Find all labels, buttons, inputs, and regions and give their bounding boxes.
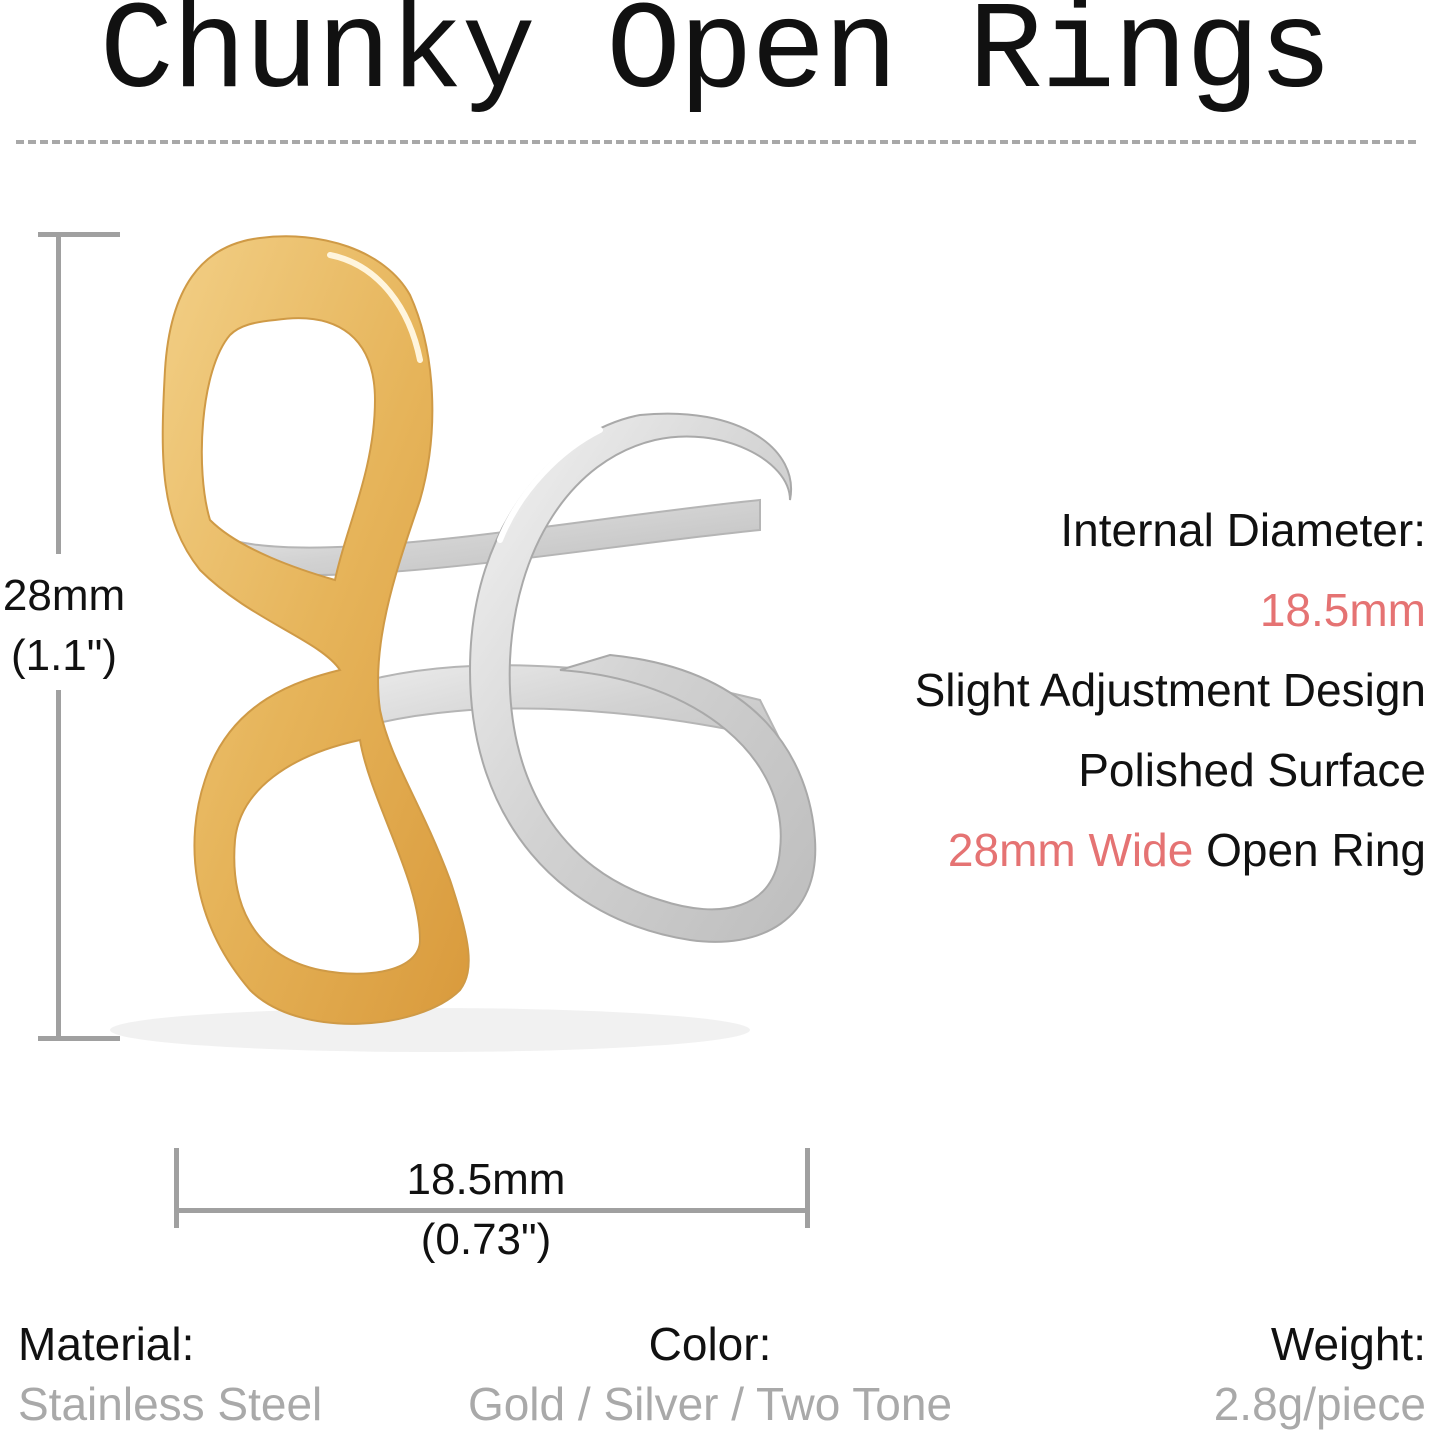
footer-weight: Weight: 2.8g/piece xyxy=(1214,1316,1426,1432)
width-dim-mm: 18.5mm xyxy=(406,1155,566,1204)
footer-material: Material: Stainless Steel xyxy=(18,1316,322,1432)
material-label: Material: xyxy=(18,1318,195,1370)
weight-value: 2.8g/piece xyxy=(1213,1378,1426,1430)
spec-surface: Polished Surface xyxy=(1078,744,1426,796)
ring-shadow xyxy=(110,1008,750,1052)
material-value: Stainless Steel xyxy=(18,1378,323,1430)
spec-width-accent: 28mm Wide xyxy=(947,824,1194,876)
gold-band xyxy=(161,235,470,1025)
spec-width-rest: Open Ring xyxy=(1193,824,1426,876)
color-value: Gold / Silver / Two Tone xyxy=(467,1378,953,1430)
silver-loop xyxy=(468,412,817,943)
width-dim-cap-right xyxy=(805,1148,810,1228)
height-dim-cap-top xyxy=(38,232,120,237)
spec-width: 28mm Wide Open Ring xyxy=(948,822,1426,878)
page-title: Chunky Open Rings xyxy=(99,0,1332,124)
color-label: Color: xyxy=(648,1318,772,1370)
gold-highlight xyxy=(327,252,423,363)
height-dim-cap-bottom xyxy=(38,1036,120,1041)
height-dim-mm: 28mm xyxy=(2,571,126,620)
height-dim-inch: (1.1") xyxy=(10,631,118,680)
spec-diameter-value: 18.5mm xyxy=(1259,584,1426,636)
spec-adjustment: Slight Adjustment Design xyxy=(914,664,1426,716)
weight-label: Weight: xyxy=(1270,1318,1426,1370)
ring-illustration xyxy=(110,235,817,1052)
height-dim-line-bottom xyxy=(56,690,61,1040)
silver-highlight xyxy=(497,427,603,543)
height-dim-line-top xyxy=(56,234,61,554)
width-dim-cap-left xyxy=(174,1148,179,1228)
spec-diameter-label: Internal Diameter: xyxy=(1060,504,1426,556)
width-dim-inch: (0.73") xyxy=(420,1215,552,1264)
width-dim-line xyxy=(176,1208,808,1213)
footer-color: Color: Gold / Silver / Two Tone xyxy=(410,1316,1010,1432)
title-divider xyxy=(16,140,1416,144)
